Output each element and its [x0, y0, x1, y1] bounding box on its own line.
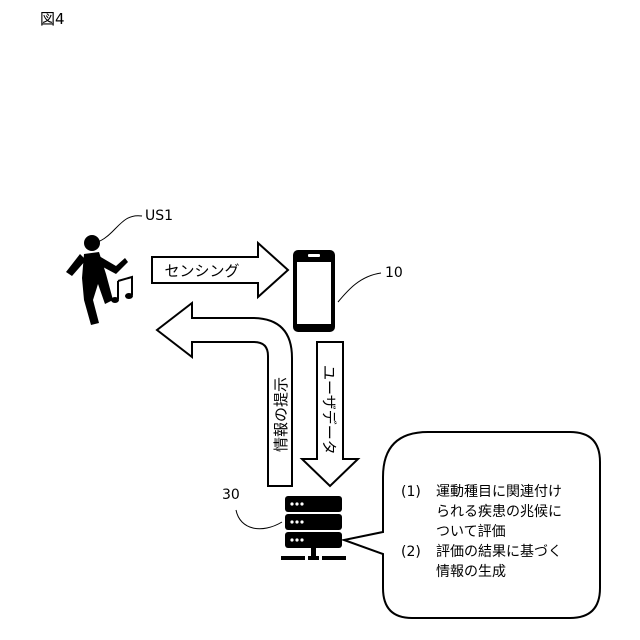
user-leader-line: [98, 216, 142, 242]
smartphone-icon: [293, 250, 335, 332]
terminal-label: 10: [385, 265, 403, 281]
user-data-label: ユーザデータ: [320, 365, 338, 455]
presentation-label: 情報の提示: [272, 377, 290, 452]
user-label: US1: [145, 208, 173, 224]
callout-item-1-line-2: られる疾患の兆候に: [436, 502, 562, 522]
callout-item-2-line-2: 情報の生成: [436, 562, 506, 582]
callout-item-1-number: (1): [401, 482, 421, 502]
sensing-label: センシング: [164, 262, 239, 280]
callout-item-1-line-1: 運動種目に関連付け: [436, 482, 562, 502]
terminal-leader-line: [338, 273, 381, 302]
callout-item-2-line-1: 評価の結果に基づく: [436, 542, 562, 562]
server-icon: [281, 496, 346, 560]
callout-item-1-line-3: ついて評価: [436, 522, 506, 542]
server-leader-line: [236, 510, 282, 529]
server-label: 30: [222, 487, 240, 503]
music-note-icon: [111, 277, 133, 303]
callout-item-2-number: (2): [401, 542, 421, 562]
